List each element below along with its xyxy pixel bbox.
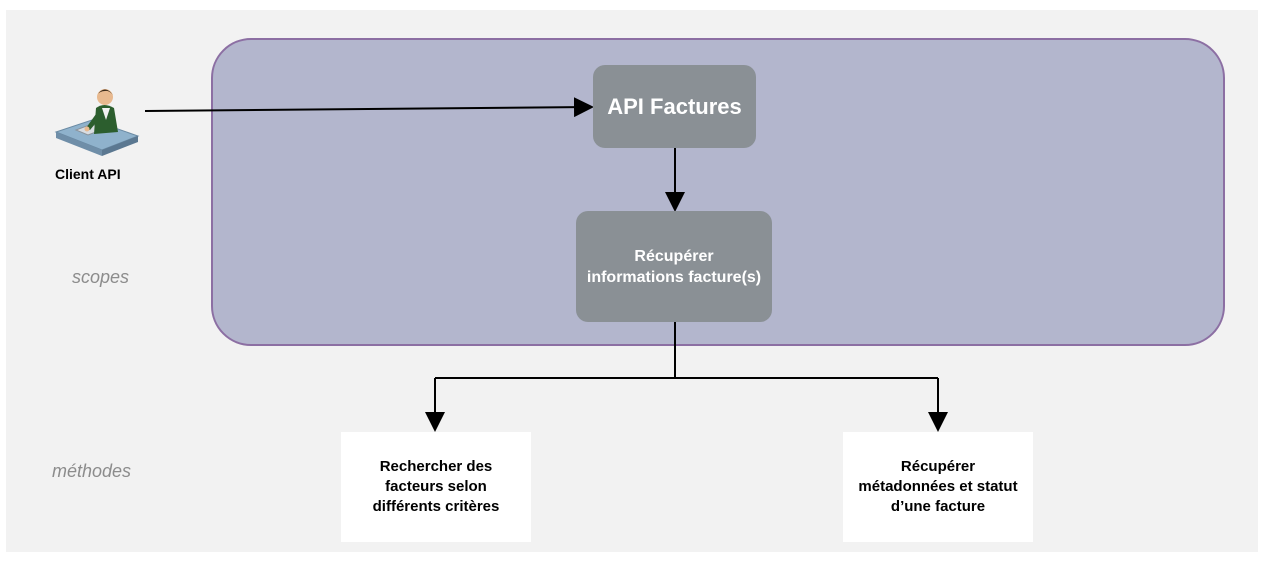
scope-recuperer-box: Récupérer informations facture(s): [576, 211, 772, 322]
api-factures-box: API Factures: [593, 65, 756, 148]
method-rechercher-text: Rechercher des facteurs selon différents…: [372, 458, 500, 515]
scopes-label: scopes: [72, 267, 130, 287]
method-recuperer-box: Récupérer métadonnées et statut d’une fa…: [843, 432, 1033, 542]
method-recuperer-text: Récupérer métadonnées et statut d’une fa…: [858, 458, 1018, 515]
api-factures-text: API Factures: [607, 93, 742, 119]
arrow-client-to-api: [144, 97, 594, 118]
methodes-label: méthodes: [52, 461, 132, 481]
method-rechercher-box: Rechercher des facteurs selon différents…: [341, 432, 531, 542]
client-user-icon: [54, 89, 140, 156]
client-label: Client API: [55, 166, 121, 182]
scope-recuperer-text: Récupérer informations facture(s): [586, 247, 762, 286]
